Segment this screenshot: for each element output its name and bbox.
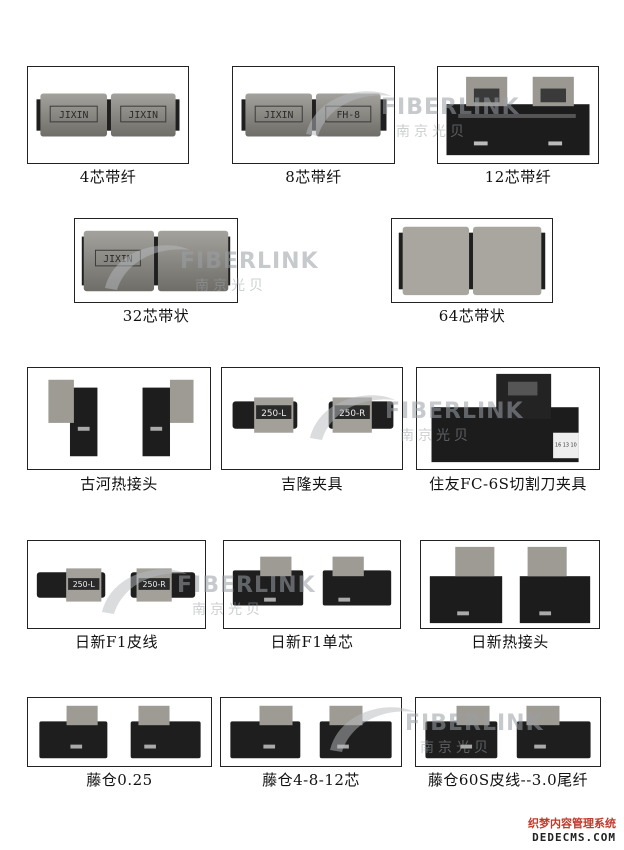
- caption-64-core-ribbon: 64芯带状: [438, 307, 506, 325]
- jixin-label: JIXIN: [59, 110, 89, 121]
- footer-watermark: 织梦内容管理系统 DEDECMS.COM: [528, 815, 616, 844]
- product-image-nissin-heat-clamp: [420, 540, 600, 629]
- footer-line-2: DEDECMS.COM: [532, 831, 616, 844]
- product-image-4-core-ribbon: JIXIN JIXIN: [27, 66, 189, 164]
- caption-nissin-f1-drop-cable: 日新F1皮线: [75, 633, 158, 651]
- 250l-label: 250-L: [261, 409, 286, 419]
- product-image-8-core-ribbon: JIXIN FH-8: [232, 66, 395, 164]
- footer-line-1: 织梦内容管理系统: [528, 817, 616, 830]
- 250r-label: 250-R: [143, 580, 167, 589]
- fh8-label: FH-8: [336, 110, 360, 121]
- caption-4-core-ribbon: 4芯带纤: [79, 168, 137, 186]
- jixin-label: JIXIN: [264, 110, 294, 121]
- product-image-64-core-ribbon: [391, 218, 553, 303]
- caption-fujikura-025: 藤仓0.25: [86, 771, 153, 789]
- caption-8-core-ribbon: 8芯带纤: [285, 168, 342, 186]
- caption-furukawa-heat-clamp: 古河热接头: [80, 475, 158, 493]
- caption-sumitomo-fc6s-clamp: 住友FC-6S切割刀夹具: [429, 475, 587, 493]
- product-image-nissin-f1-single-core: [223, 540, 401, 629]
- product-image-fujikura-025: [27, 697, 212, 767]
- product-image-sumitomo-fc6s-clamp: 16 13 10: [416, 367, 600, 470]
- product-image-fujikura-4-8-12-core: [220, 697, 402, 767]
- caption-12-core-ribbon: 12芯带纤: [484, 168, 552, 186]
- caption-jilong-clamp: 吉隆夹具: [280, 475, 343, 493]
- product-image-nissin-f1-drop-cable: 250-L 250-R: [27, 540, 206, 629]
- caption-nissin-f1-single-core: 日新F1单芯: [270, 633, 354, 651]
- caption-fujikura-4-8-12-core: 藤仓4-8-12芯: [262, 771, 360, 789]
- 250r-label: 250-R: [339, 409, 365, 419]
- jixin-label: JIXIN: [129, 110, 159, 121]
- scale-label: 16 13 10: [555, 442, 577, 448]
- jixin-label: JIXIN: [103, 254, 132, 265]
- 250l-label: 250-L: [73, 580, 96, 589]
- caption-nissin-heat-clamp: 日新热接头: [471, 633, 549, 651]
- product-image-furukawa-heat-clamp: [27, 367, 211, 470]
- product-image-32-core-ribbon: JIXIN: [74, 218, 238, 303]
- product-image-fujikura-60s-drop-cable: [415, 697, 601, 767]
- product-image-jilong-clamp: 250-L 250-R: [221, 367, 403, 470]
- product-image-12-core-ribbon: [437, 66, 599, 164]
- caption-fujikura-60s-drop-cable: 藤仓60S皮线--3.0尾纤: [427, 771, 589, 789]
- caption-32-core-ribbon: 32芯带状: [122, 307, 190, 325]
